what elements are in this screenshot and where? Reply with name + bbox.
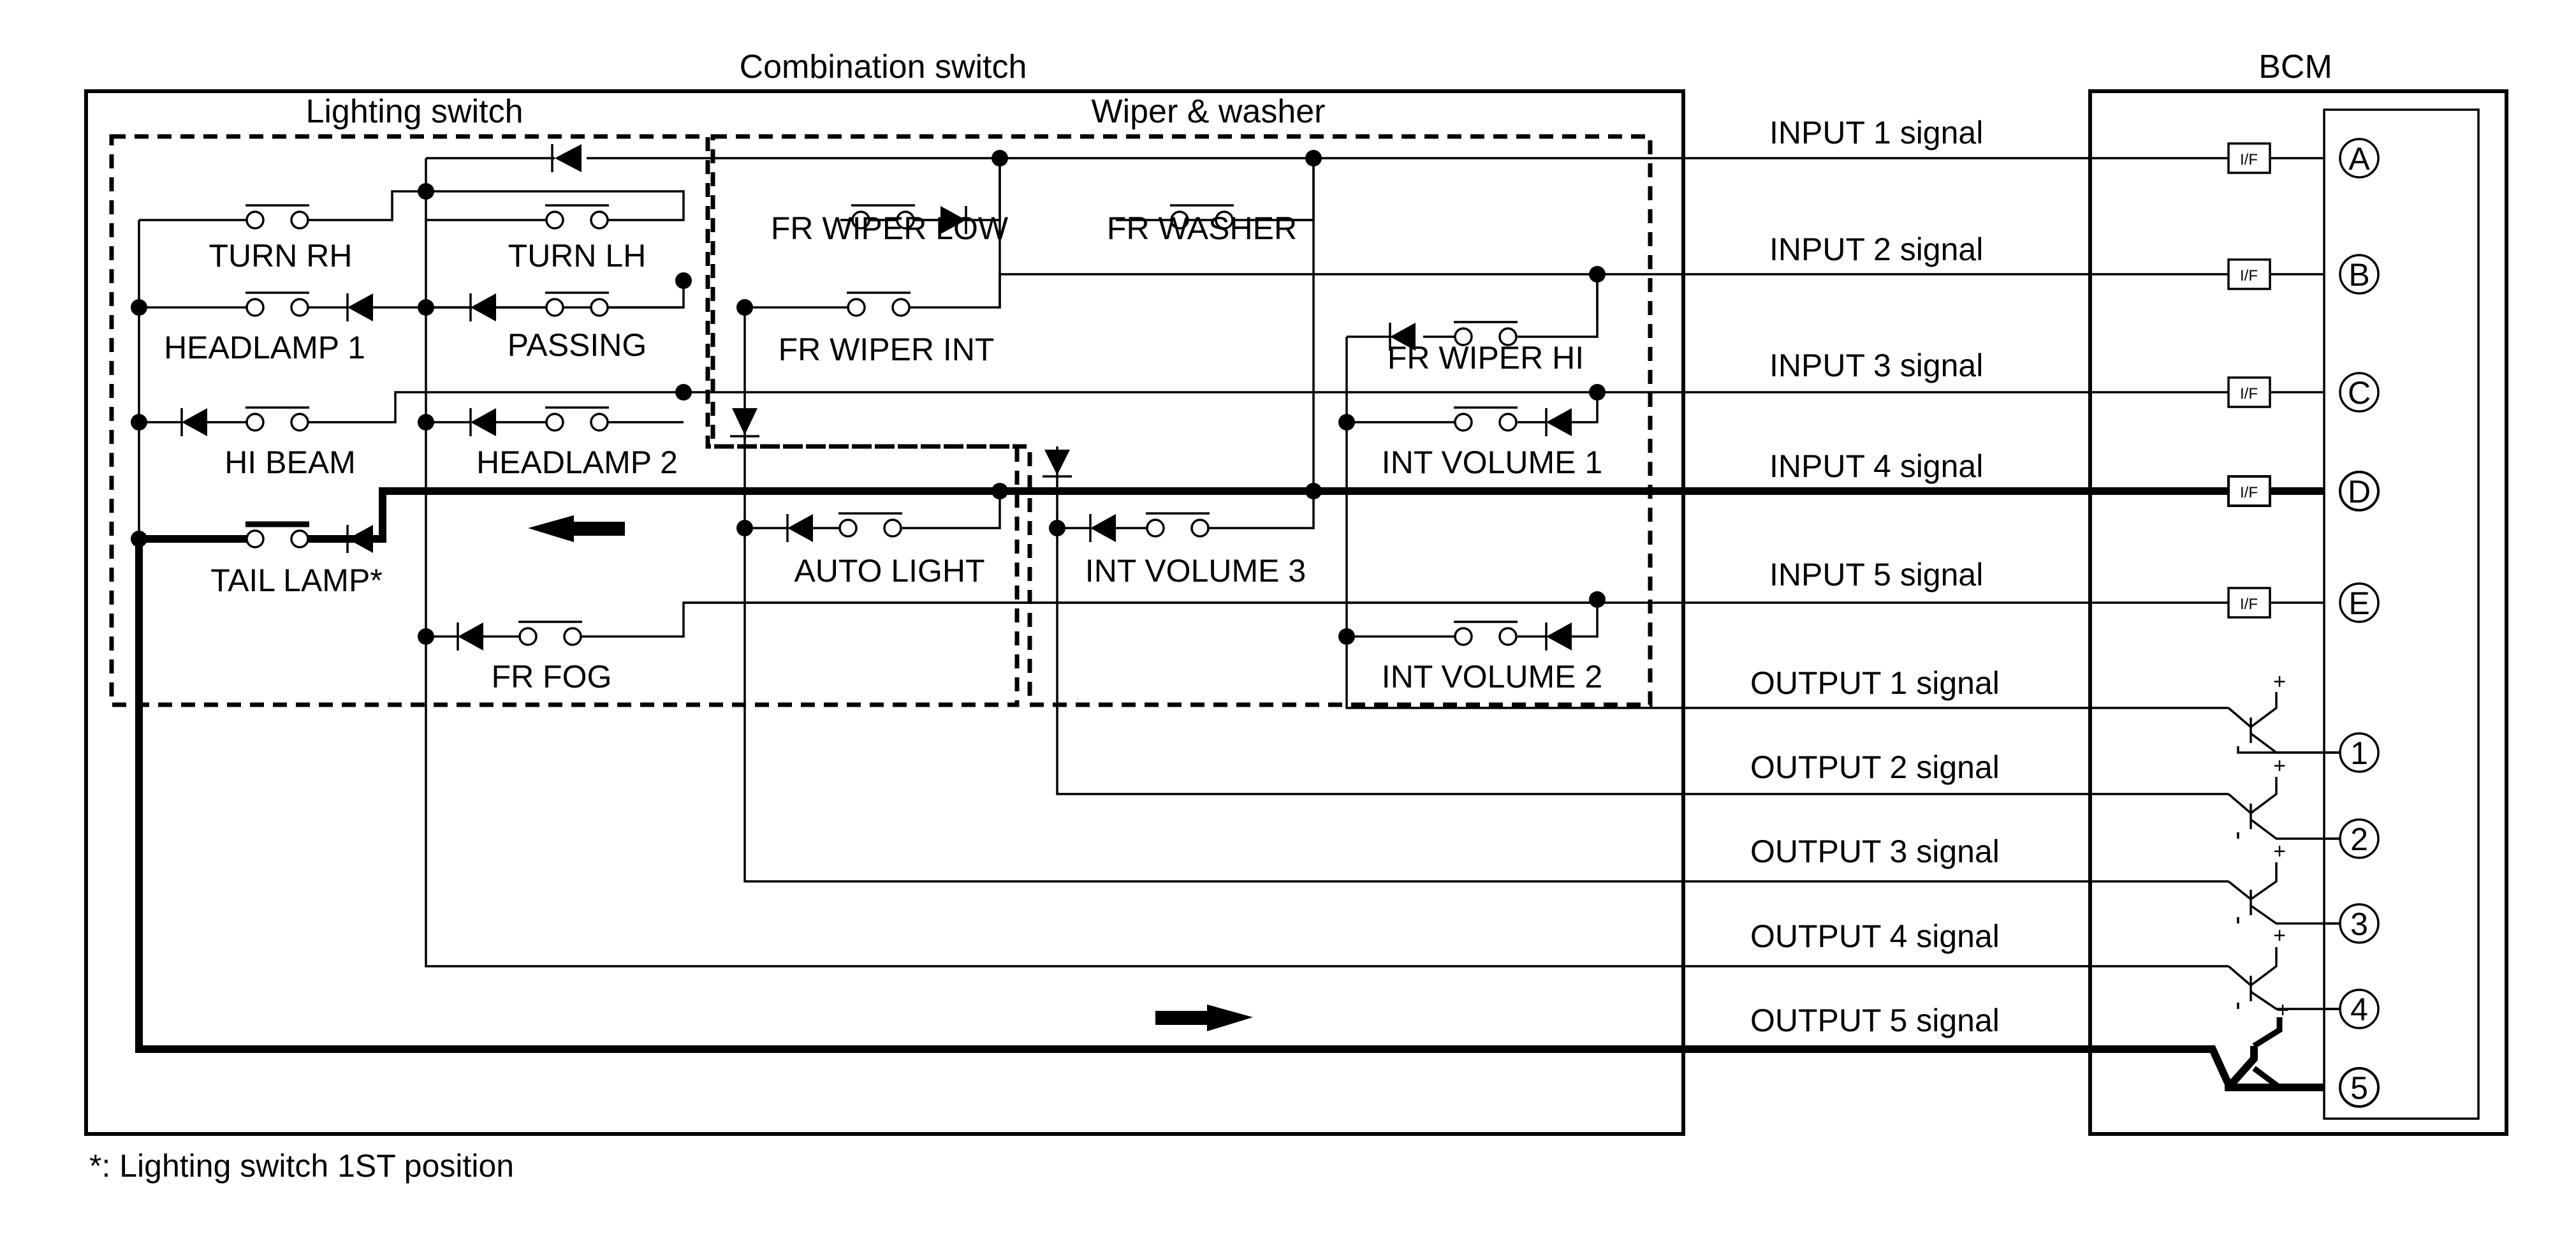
label-fr-wiper-hi: FR WIPER HI (1387, 340, 1584, 376)
terminal-a: A (2339, 138, 2380, 179)
svg-text:I/F: I/F (2240, 385, 2258, 402)
if-box-c: I/F (2227, 376, 2271, 408)
wiper-washer-group (710, 134, 1653, 707)
plus-signs: + + + + + (2273, 670, 2289, 1022)
switch-labels: TURN RH TURN LH HEADLAMP 1 PASSING HI BE… (164, 210, 1602, 695)
svg-text:I/F: I/F (2240, 596, 2258, 613)
label-passing: PASSING (508, 327, 647, 363)
lighting-switch-title: Lighting switch (305, 93, 523, 130)
label-output-3: OUTPUT 3 signal (1750, 834, 2000, 869)
terminal-5: 5 (2339, 1067, 2380, 1108)
combination-switch-title: Combination switch (740, 48, 1027, 85)
label-input-3: INPUT 3 signal (1769, 348, 1983, 383)
label-input-4: INPUT 4 signal (1769, 448, 1983, 484)
terminal-e: E (2339, 582, 2380, 623)
label-auto-light: AUTO LIGHT (794, 553, 984, 589)
label-output-1: OUTPUT 1 signal (1750, 665, 2000, 701)
svg-text:4: 4 (2350, 992, 2368, 1027)
thin-wiring (138, 157, 2324, 967)
if-box-a: I/F (2227, 142, 2271, 174)
svg-text:E: E (2348, 585, 2369, 621)
bcm-frame (2088, 89, 2508, 1136)
combination-switch-frame (84, 89, 1685, 1136)
label-fr-wiper-int: FR WIPER INT (779, 332, 995, 367)
arrow-left-icon (528, 515, 625, 542)
terminal-1: 1 (2339, 732, 2380, 773)
svg-text:+: + (2273, 839, 2286, 864)
if-box-e: I/F (2227, 587, 2271, 619)
svg-text:B: B (2348, 257, 2369, 293)
svg-text:2: 2 (2350, 821, 2368, 857)
bcm-terminal-block (2323, 108, 2480, 1120)
label-input-2: INPUT 2 signal (1769, 232, 1983, 267)
terminal-c: C (2339, 372, 2380, 413)
svg-text:+: + (2273, 670, 2286, 694)
terminal-2: 2 (2339, 818, 2380, 859)
label-int-volume-2: INT VOLUME 2 (1382, 659, 1602, 695)
signal-labels: INPUT 1 signal INPUT 2 signal INPUT 3 si… (1750, 115, 2000, 1038)
if-box-b: I/F (2227, 258, 2271, 290)
svg-text:I/F: I/F (2240, 267, 2258, 284)
svg-text:I/F: I/F (2240, 151, 2258, 168)
bcm-title: BCM (2258, 48, 2332, 85)
svg-text:+: + (2273, 754, 2286, 778)
svg-text:1: 1 (2350, 735, 2368, 771)
bcm-input-terminals: A B C D E (2339, 138, 2380, 623)
svg-text:I/F: I/F (2240, 484, 2258, 501)
terminal-4: 4 (2339, 989, 2380, 1029)
terminal-3: 3 (2339, 903, 2380, 944)
bcm-output-terminals: 1 2 3 4 5 (2324, 732, 2380, 1108)
svg-text:3: 3 (2350, 906, 2368, 942)
label-output-2: OUTPUT 2 signal (1750, 749, 2000, 785)
svg-text:+: + (2273, 923, 2286, 948)
label-input-1: INPUT 1 signal (1769, 115, 1983, 151)
label-fr-wiper-low: FR WIPER LOW (771, 210, 1009, 246)
terminal-b: B (2339, 254, 2380, 295)
label-fr-fog: FR FOG (492, 659, 612, 695)
svg-text:C: C (2348, 375, 2371, 411)
arrow-right-icon (1155, 1004, 1253, 1031)
label-headlamp-2: HEADLAMP 2 (476, 445, 678, 480)
label-int-volume-1: INT VOLUME 1 (1382, 445, 1602, 480)
label-output-5: OUTPUT 5 signal (1750, 1003, 2000, 1038)
svg-text:+: + (2276, 998, 2289, 1022)
footnote: *: Lighting switch 1ST position (89, 1148, 514, 1184)
if-box-d: I/F (2227, 475, 2271, 507)
label-fr-washer: FR WASHER (1107, 210, 1297, 246)
label-turn-lh: TURN LH (508, 238, 647, 274)
diodes (180, 144, 1572, 651)
terminal-d: D (2339, 471, 2380, 511)
label-headlamp-1: HEADLAMP 1 (164, 330, 365, 365)
label-int-volume-3: INT VOLUME 3 (1085, 553, 1306, 589)
bcm-output-transistors (2227, 692, 2340, 1090)
label-hi-beam: HI BEAM (224, 445, 356, 480)
switch-contacts (245, 204, 1518, 646)
wiper-washer-title: Wiper & washer (1092, 93, 1326, 130)
label-tail-lamp: TAIL LAMP* (210, 563, 383, 598)
svg-text:A: A (2348, 141, 2370, 177)
label-output-4: OUTPUT 4 signal (1750, 918, 2000, 954)
label-input-5: INPUT 5 signal (1769, 557, 1983, 592)
label-turn-rh: TURN RH (209, 238, 353, 274)
junction-dots (131, 150, 1606, 645)
svg-text:D: D (2348, 474, 2371, 510)
interface-boxes: I/F I/F I/F I/F I/F (2227, 142, 2271, 619)
svg-text:5: 5 (2350, 1070, 2368, 1106)
